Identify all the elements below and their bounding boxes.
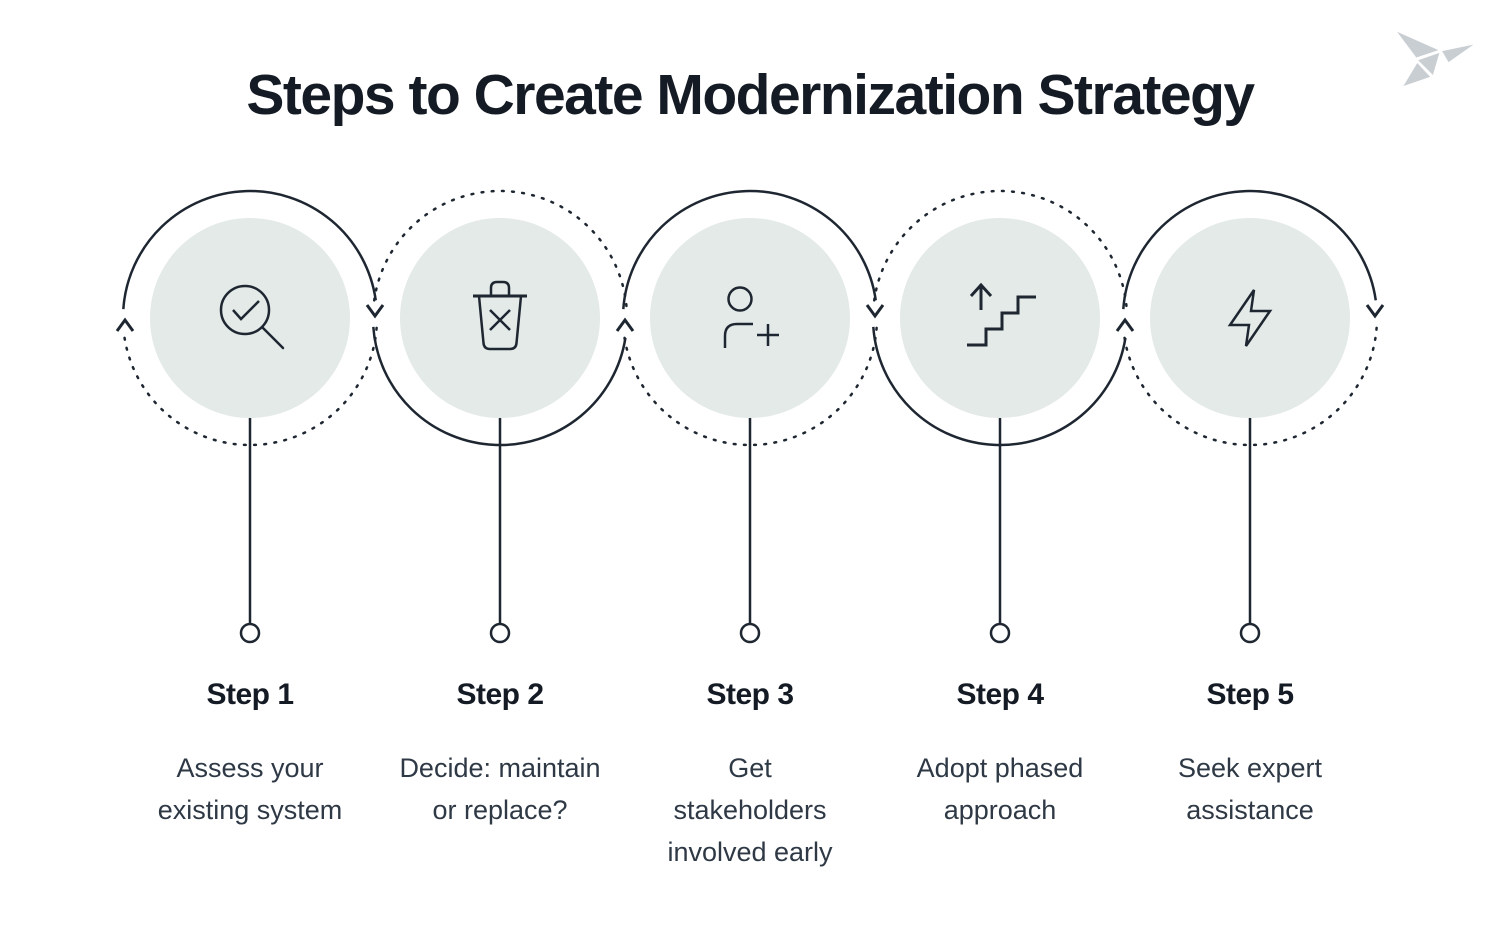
step-description: Assess your existing system [157,753,343,825]
step-ring-solid [372,326,627,447]
step-node [1239,622,1261,644]
step-node [989,622,1011,644]
step-column: Step 2 Decide: maintain or replace? [375,678,625,832]
step-circle [400,218,600,418]
step-node [489,622,511,644]
step-label: Step 3 [706,678,794,711]
step-ring-dotted [1123,325,1378,447]
stairs-up-icon [967,282,1036,347]
process-diagram [115,189,1385,644]
step-label: Step 5 [1206,678,1294,711]
step-label: Step 2 [456,678,544,711]
step-ring-dotted [123,325,378,447]
arrow-down-icon [1365,304,1385,319]
step-ring-solid [622,189,878,310]
step-ring-solid [872,326,1127,447]
step-description: Seek expert assistance [1177,753,1323,825]
step-ring-dotted [623,325,878,447]
arrow-down-icon [865,304,885,319]
step-label: Step 4 [956,678,1044,711]
step-ring-dotted [372,189,628,311]
arrow-up-icon [115,317,135,332]
step-graphic [622,189,878,644]
step-column: Step 4 Adopt phased approach [875,678,1125,832]
origami-bird-logo-icon [1397,31,1474,87]
page-title: Steps to Create Modernization Strategy [246,63,1255,127]
step-column: Step 5 Seek expert assistance [1125,678,1375,832]
step-graphic [122,189,378,644]
step-node [239,622,261,644]
step-column: Step 1 Assess your existing system [125,678,375,832]
step-node [739,622,761,644]
step-ring-dotted [872,189,1128,311]
step-description: Decide: maintain or replace? [399,753,601,825]
step-circle [650,218,850,418]
step-graphic [872,189,1128,644]
step-column: Step 3 Get stakeholders involved early [625,678,875,874]
step-label: Step 1 [206,678,294,711]
step-graphic [372,189,628,644]
arrow-up-icon [615,317,635,332]
step-description: Get stakeholders involved early [667,753,833,867]
step-circle [1150,218,1350,418]
step-circle [900,218,1100,418]
step-ring-solid [1122,189,1377,310]
step-graphic [1122,189,1378,644]
arrow-down-icon [365,304,385,319]
magnifier-check-icon [219,284,285,350]
step-circle [150,218,350,418]
arrow-up-icon [1115,317,1135,332]
step-ring-solid [122,189,378,310]
user-plus-icon [723,286,779,348]
bolt-icon [1227,289,1273,347]
step-description: Adopt phased approach [916,753,1084,825]
trash-x-icon [473,280,527,351]
